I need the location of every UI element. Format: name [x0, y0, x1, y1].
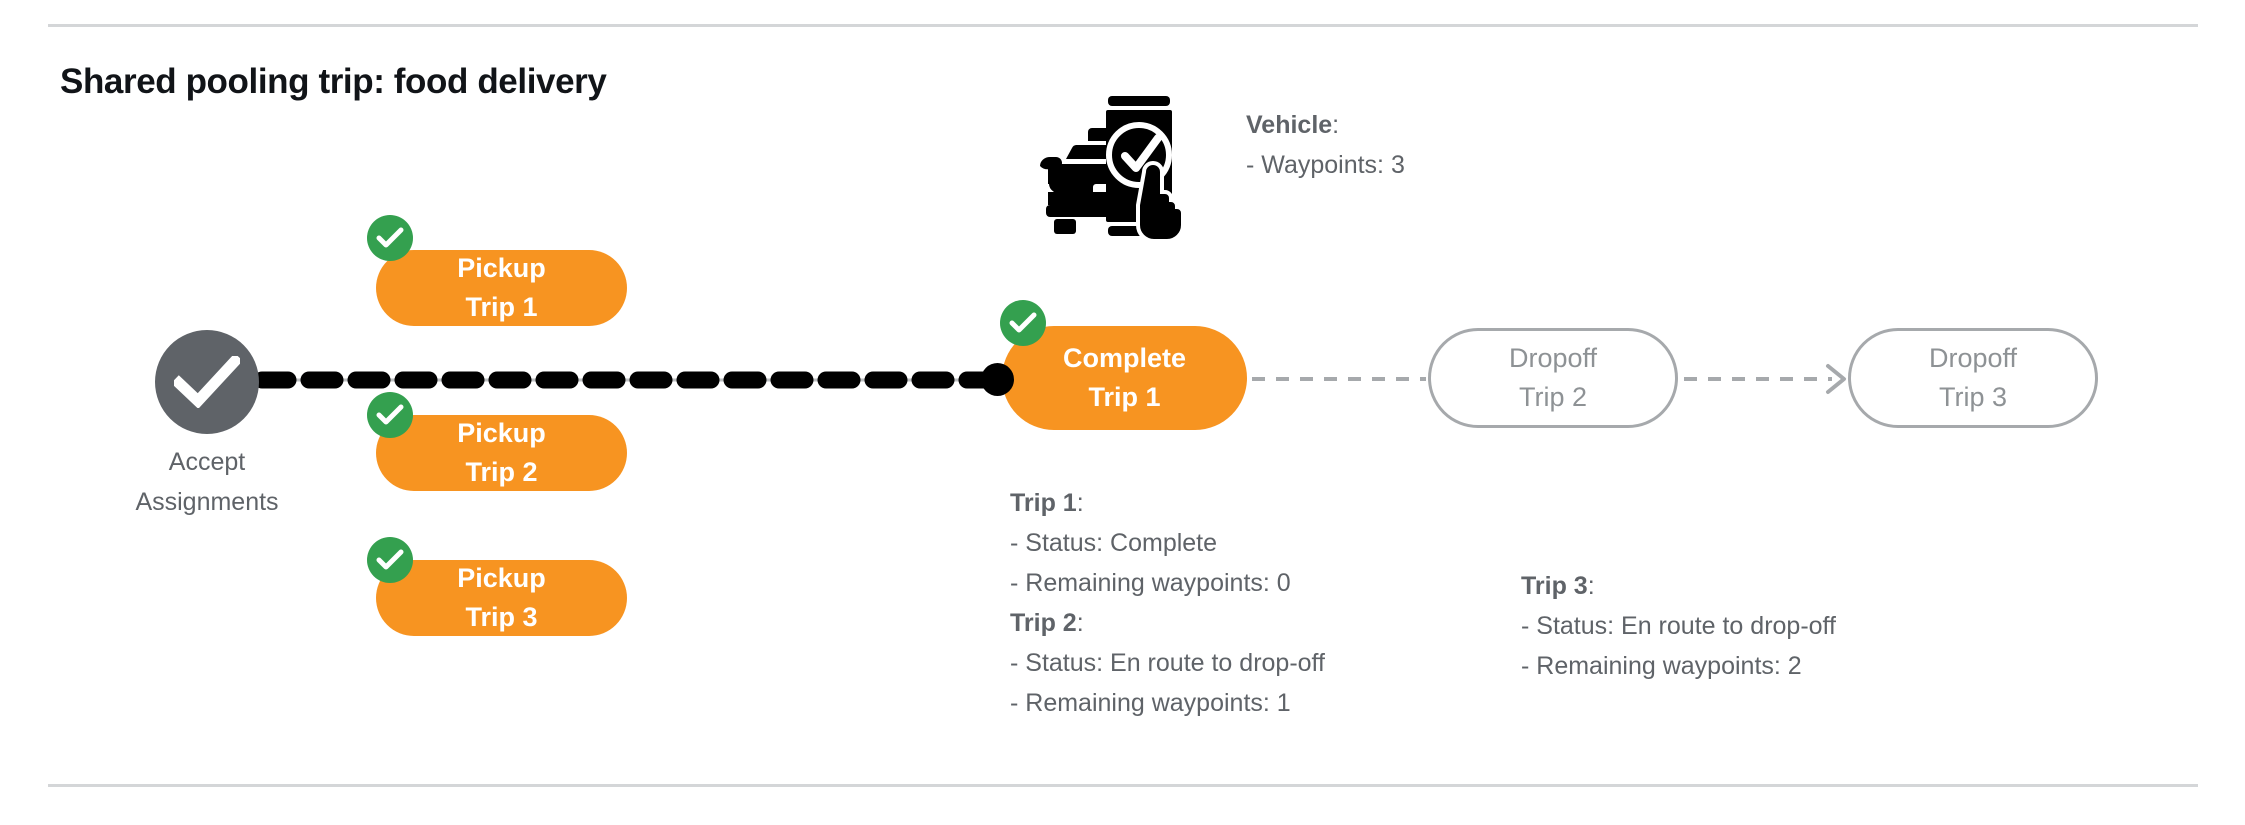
check-icon	[1009, 312, 1037, 333]
dropoff-trip-3-node[interactable]: Dropoff Trip 3	[1848, 328, 2098, 428]
dropoff-trip-3-line1: Dropoff	[1928, 343, 2018, 373]
vehicle-heading: Vehicle	[1246, 111, 1333, 139]
pickup-trip-3-node[interactable]: Pickup Trip 3	[376, 560, 627, 636]
complete-trip-1-node[interactable]: Complete Trip 1	[1002, 326, 1247, 430]
trip-2-status: - Status: En route to drop-off	[1010, 649, 1325, 677]
vehicle-waypoints: - Waypoints: 3	[1246, 151, 1405, 179]
accept-assignments-label-line1: Accept	[168, 448, 246, 476]
trip-1-heading: Trip 1	[1010, 489, 1077, 517]
pickup-trip-1-node[interactable]: Pickup Trip 1	[376, 250, 627, 326]
trip-2-heading: Trip 2	[1010, 609, 1077, 637]
pickup-3-check-badge	[367, 537, 413, 583]
complete-trip-1-line1: Complete	[1062, 343, 1187, 373]
complete-trip-1-line2: Trip 1	[1088, 382, 1161, 412]
accept-assignments-label-line2: Assignments	[135, 488, 279, 516]
trip-3-waypoints: - Remaining waypoints: 2	[1521, 652, 1802, 680]
trip-2-waypoints: - Remaining waypoints: 1	[1010, 689, 1291, 717]
divider-bottom	[48, 784, 2198, 787]
vehicle-heading-row: Vehicle:	[1246, 105, 1405, 145]
page-title: Shared pooling trip: food delivery	[60, 62, 607, 101]
trip-3-heading-suffix: :	[1587, 572, 1595, 600]
pickup-trip-3-line2: Trip 3	[465, 602, 538, 632]
vehicle-phone-check-icon	[1040, 96, 1185, 241]
pickup-trip-1-line1: Pickup	[457, 253, 546, 283]
check-icon	[376, 404, 404, 425]
dropoff-trip-2-line2: Trip 2	[1518, 382, 1587, 412]
trip-3-status: - Status: En route to drop-off	[1521, 612, 1836, 640]
trip-2-heading-suffix: :	[1076, 609, 1084, 637]
check-icon	[376, 227, 404, 248]
check-icon	[174, 356, 240, 408]
complete-trip-1-check-badge	[1000, 300, 1046, 346]
pickup-trip-2-node[interactable]: Pickup Trip 2	[376, 415, 627, 491]
accept-assignments-label: Accept Assignments	[135, 442, 278, 522]
trip-3-heading: Trip 3	[1521, 572, 1588, 600]
pickup-1-check-badge	[367, 215, 413, 261]
trip-3-heading-row: Trip 3:	[1521, 566, 1836, 606]
check-icon	[376, 549, 404, 570]
accept-assignments-node[interactable]: Accept Assignments	[135, 330, 279, 516]
trip-1-status: - Status: Complete	[1010, 529, 1218, 557]
trip-1-waypoints: - Remaining waypoints: 0	[1010, 569, 1291, 597]
pickup-trip-3-line1: Pickup	[457, 563, 546, 593]
trip-1-heading-suffix: :	[1076, 489, 1084, 517]
dropoff-trip-2-node[interactable]: Dropoff Trip 2	[1428, 328, 1678, 428]
trip-2-heading-row: Trip 2:	[1010, 603, 1325, 643]
divider-top	[48, 24, 2198, 27]
trip-details-right-column: Trip 3: - Status: En route to drop-off -…	[1521, 566, 1836, 686]
vehicle-info-block: Vehicle: - Waypoints: 3	[1246, 105, 1405, 185]
route-waypoint-dot	[981, 363, 1014, 396]
pickup-trip-2-line1: Pickup	[457, 418, 546, 448]
accept-assignments-circle	[155, 330, 259, 434]
pickup-trip-2-line2: Trip 2	[465, 457, 538, 487]
trip-1-heading-row: Trip 1:	[1010, 483, 1325, 523]
dropoff-trip-3-line2: Trip 3	[1938, 382, 2007, 412]
vehicle-heading-suffix: :	[1332, 111, 1340, 139]
trip-details-left-column: Trip 1: - Status: Complete - Remaining w…	[1010, 483, 1325, 723]
dropoff-trip-2-line1: Dropoff	[1508, 343, 1598, 373]
pickup-trip-1-line2: Trip 1	[465, 292, 538, 322]
pickup-2-check-badge	[367, 392, 413, 438]
